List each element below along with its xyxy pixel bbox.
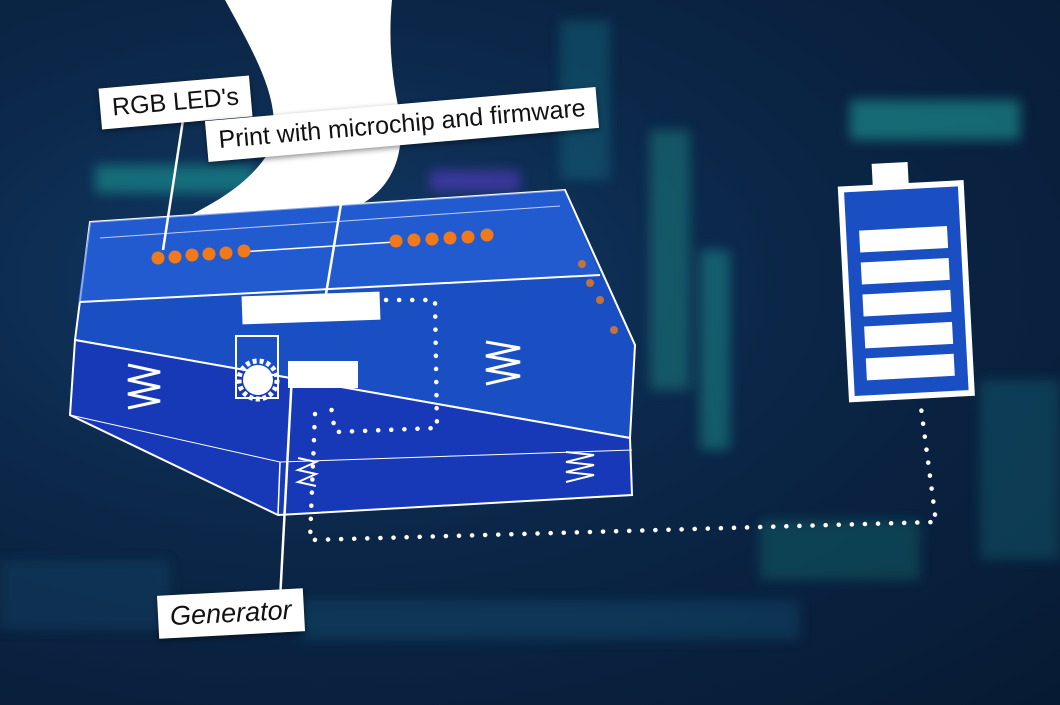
wiring [307, 297, 939, 543]
spring-icon [565, 451, 595, 483]
battery-icon [837, 161, 975, 403]
spring-icon [127, 363, 161, 410]
rgb-leds-left [151, 244, 251, 265]
side-leds [578, 260, 618, 334]
gear-icon [236, 358, 280, 402]
label-generator: Generator [156, 588, 305, 639]
rgb-leds-right [389, 228, 494, 248]
generator-module [288, 361, 358, 388]
device-bottom-layer [68, 338, 634, 517]
spring-icon [294, 457, 320, 487]
microchip-print [241, 291, 381, 325]
spring-icon [485, 340, 521, 386]
leader-lines [161, 119, 352, 601]
